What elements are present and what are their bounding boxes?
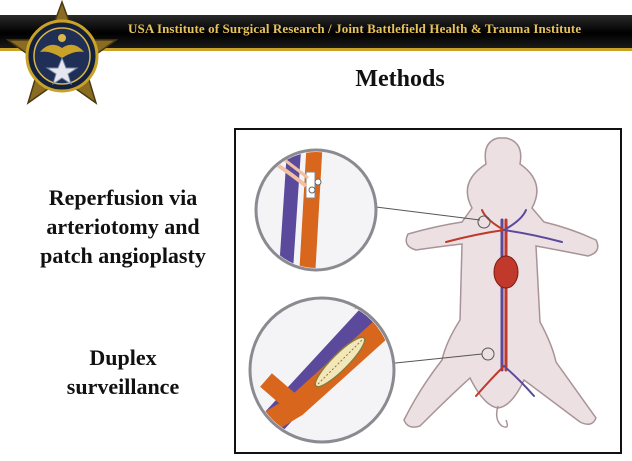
slide-title: Methods (300, 66, 500, 93)
bullet-line: arteriotomy and (18, 212, 228, 241)
bullet-duplex: Duplex surveillance (18, 343, 228, 401)
bullet-line: surveillance (18, 372, 228, 401)
bullet-line: Reperfusion via (18, 183, 228, 212)
heart-icon (494, 256, 518, 288)
institute-seal-icon (0, 0, 128, 116)
bullet-reperfusion: Reperfusion via arteriotomy and patch an… (18, 183, 228, 270)
anatomy-illustration (234, 128, 622, 454)
patch-angioplasty-detail (250, 296, 396, 442)
bullet-line: patch angioplasty (18, 241, 228, 270)
header-title: USA Institute of Surgical Research / Joi… (128, 21, 618, 37)
bullet-line: Duplex (18, 343, 228, 372)
